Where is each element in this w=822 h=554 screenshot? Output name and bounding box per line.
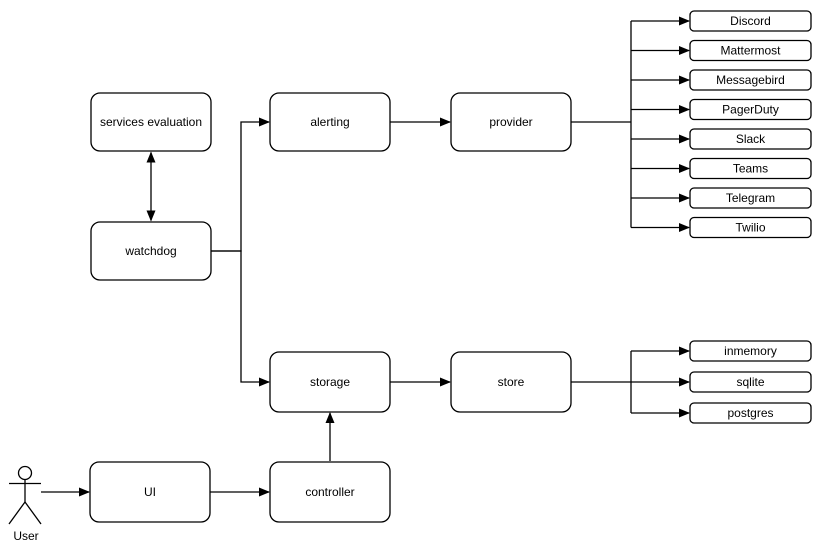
provider-item-telegram-label: Telegram bbox=[726, 191, 775, 205]
user-stick-figure bbox=[8, 465, 42, 525]
store-item-sqlite: sqlite bbox=[689, 371, 812, 393]
provider-item-discord: Discord bbox=[689, 10, 812, 32]
node-controller-label: controller bbox=[305, 485, 354, 499]
edge-watchdog-alerting bbox=[211, 117, 270, 252]
node-storage-box bbox=[269, 351, 391, 413]
provider-item-pagerduty-box bbox=[689, 98, 812, 121]
provider-item-twilio-label: Twilio bbox=[735, 221, 765, 235]
provider-item-mattermost: Mattermost bbox=[689, 39, 812, 62]
provider-item-discord-box bbox=[689, 10, 812, 32]
node-store-label: store bbox=[498, 375, 525, 389]
provider-item-teams-box bbox=[689, 157, 812, 180]
node-watchdog-label: watchdog bbox=[124, 244, 176, 258]
edges-layer bbox=[41, 16, 690, 497]
user-left-leg bbox=[8, 501, 26, 525]
node-services-evaluation-box bbox=[90, 92, 212, 152]
user-label: User bbox=[13, 529, 38, 543]
node-watchdog-box bbox=[90, 221, 212, 281]
node-services-evaluation-label: services evaluation bbox=[100, 115, 202, 129]
provider-item-telegram: Telegram bbox=[689, 187, 812, 209]
provider-item-teams: Teams bbox=[689, 157, 812, 180]
node-store: store bbox=[450, 351, 572, 413]
provider-item-pagerduty: PagerDuty bbox=[689, 98, 812, 121]
provider-item-slack-label: Slack bbox=[736, 132, 766, 146]
provider-item-messagebird-label: Messagebird bbox=[716, 73, 785, 87]
node-ui-box bbox=[89, 461, 211, 523]
provider-item-slack-box bbox=[689, 128, 812, 150]
edge-watchdog-storage bbox=[211, 250, 270, 387]
store-item-inmemory-label: inmemory bbox=[724, 344, 777, 358]
node-controller: controller bbox=[269, 461, 391, 523]
node-ui-label: UI bbox=[144, 485, 156, 499]
provider-item-messagebird: Messagebird bbox=[689, 69, 812, 91]
node-alerting-box bbox=[269, 92, 391, 152]
node-storage-label: storage bbox=[310, 375, 350, 389]
node-provider: provider bbox=[450, 92, 572, 152]
node-store-box bbox=[450, 351, 572, 413]
node-watchdog: watchdog bbox=[90, 221, 212, 281]
node-alerting: alerting bbox=[269, 92, 391, 152]
node-ui: UI bbox=[89, 461, 211, 523]
node-storage: storage bbox=[269, 351, 391, 413]
node-provider-label: provider bbox=[489, 115, 532, 129]
user-right-leg bbox=[24, 501, 42, 525]
store-item-inmemory: inmemory bbox=[689, 340, 812, 362]
user-actor: User bbox=[8, 465, 42, 543]
store-item-inmemory-box bbox=[689, 340, 812, 362]
provider-item-messagebird-box bbox=[689, 69, 812, 91]
provider-item-twilio-box bbox=[689, 216, 812, 239]
store-item-sqlite-label: sqlite bbox=[736, 375, 764, 389]
node-alerting-label: alerting bbox=[310, 115, 349, 129]
node-provider-box bbox=[450, 92, 572, 152]
node-controller-box bbox=[269, 461, 391, 523]
node-services-evaluation: services evaluation bbox=[90, 92, 212, 152]
provider-item-teams-label: Teams bbox=[733, 162, 768, 176]
provider-item-telegram-box bbox=[689, 187, 812, 209]
provider-item-mattermost-box bbox=[689, 39, 812, 62]
store-item-postgres: postgres bbox=[689, 402, 812, 424]
store-item-postgres-box bbox=[689, 402, 812, 424]
provider-item-twilio: Twilio bbox=[689, 216, 812, 239]
store-item-postgres-label: postgres bbox=[727, 406, 773, 420]
user-head bbox=[17, 465, 33, 481]
provider-item-discord-label: Discord bbox=[730, 14, 771, 28]
nodes-layer: services evaluation watchdog alerting provi… bbox=[89, 10, 812, 523]
provider-item-mattermost-label: Mattermost bbox=[720, 44, 781, 58]
provider-item-slack: Slack bbox=[689, 128, 812, 150]
provider-item-pagerduty-label: PagerDuty bbox=[722, 103, 779, 117]
store-item-sqlite-box bbox=[689, 371, 812, 393]
